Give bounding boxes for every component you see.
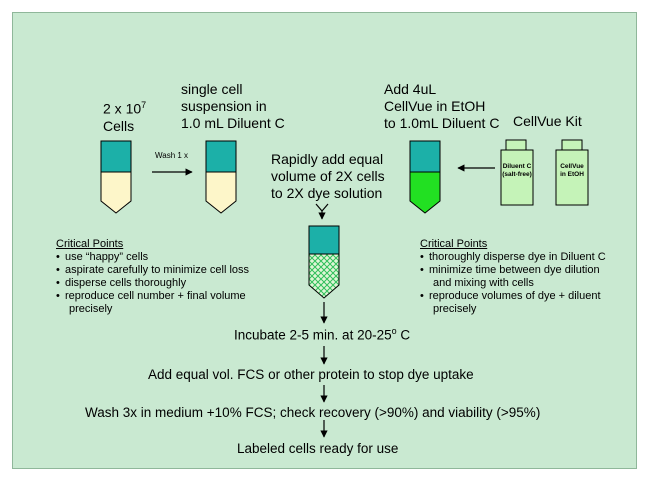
critical-item: reproduce volumes of dye + diluent xyxy=(420,290,606,303)
suspension-label: single cell suspension in 1.0 mL Diluent… xyxy=(181,81,285,131)
diluent-bottle-icon xyxy=(500,139,534,206)
critical-item-cont: precisely xyxy=(69,303,113,315)
step-incubate: Incubate 2-5 min. at 20-25o C xyxy=(234,326,411,343)
dye-prep-label: Add 4uL CellVue in EtOH to 1.0mL Diluent… xyxy=(384,81,500,131)
step-ready: Labeled cells ready for use xyxy=(237,441,399,456)
critical-item: reproduce cell number + final volume xyxy=(56,290,249,303)
critical-item-cont: precisely xyxy=(433,303,477,315)
merge-arrow xyxy=(315,203,329,220)
diluent-bottle-label: Diluent C(salt-free) xyxy=(502,163,532,178)
cellvue-bottle-icon xyxy=(555,139,589,206)
critical-item: aspirate carefully to minimize cell loss xyxy=(56,264,249,277)
critical-item: use “happy” cells xyxy=(56,251,249,264)
cells-count-label: 2 x 107 Cells xyxy=(103,100,147,134)
critical-item: minimize time between dye dilution xyxy=(420,264,606,277)
critical-item: disperse cells thoroughly xyxy=(56,277,249,290)
critical-points-cells: Critical Points use “happy” cells aspira… xyxy=(56,238,249,316)
tube-suspension-icon xyxy=(205,140,237,214)
tube-dye-icon xyxy=(409,140,441,214)
step-wash: Wash 3x in medium +10% FCS; check recove… xyxy=(85,405,541,420)
critical-item-cont: and mixing with cells xyxy=(433,277,534,289)
critical-heading: Critical Points xyxy=(56,238,124,250)
step-stop-uptake: Add equal vol. FCS or other protein to s… xyxy=(148,367,474,382)
tube-mixed-icon xyxy=(308,225,340,299)
wash-label: Wash 1 x xyxy=(155,151,189,160)
kit-label: CellVue Kit xyxy=(513,113,582,129)
critical-item: thoroughly disperse dye in Diluent C xyxy=(420,251,606,264)
critical-heading: Critical Points xyxy=(420,238,488,250)
tube-cells-icon xyxy=(100,140,132,214)
mix-instruction: Rapidly add equal volume of 2X cells to … xyxy=(271,151,385,201)
critical-points-dye: Critical Points thoroughly disperse dye … xyxy=(420,238,606,316)
